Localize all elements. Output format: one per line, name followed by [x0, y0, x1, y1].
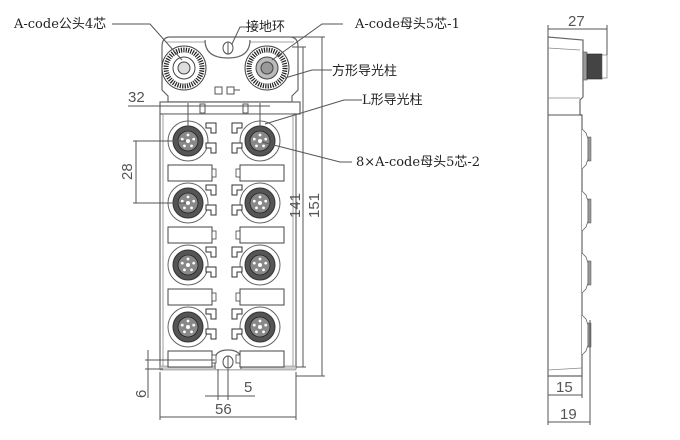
l-light-pipe — [205, 328, 217, 340]
l-light-pipe — [231, 246, 243, 258]
callout-leaders — [112, 23, 362, 163]
io-port-connector — [239, 182, 281, 224]
dim-mount-hole-offset: 6 — [133, 390, 150, 398]
l-light-pipe — [231, 184, 243, 196]
side-port-bump — [581, 252, 589, 294]
l-light-pipe — [205, 184, 217, 196]
dim-width: 56 — [215, 401, 232, 418]
male-4pin-connector — [161, 45, 207, 91]
callout-female-5pin-2: 8×A-code母头5芯-2 — [356, 155, 480, 170]
io-ports — [167, 120, 285, 368]
label-slot — [167, 226, 213, 244]
io-port-connector — [167, 120, 209, 162]
l-light-pipe — [205, 308, 217, 320]
callout-l-light-pipe: L形导光柱 — [362, 93, 423, 108]
dim-inner-height: 141 — [287, 193, 304, 218]
side-port-bump — [581, 128, 589, 170]
side-connector-thread — [586, 53, 603, 80]
side-view — [547, 25, 608, 425]
label-slot — [167, 350, 213, 368]
square-light-pipe — [214, 86, 223, 95]
label-slot — [167, 164, 213, 182]
label-slot — [239, 288, 285, 306]
l-light-pipe — [205, 142, 217, 154]
label-slot — [239, 226, 285, 244]
callout-female-5pin-1: A-code母头5芯-1 — [354, 17, 460, 32]
side-port-bump — [581, 190, 589, 232]
dimension-lines — [128, 36, 325, 420]
l-light-pipe — [231, 308, 243, 320]
l-light-pipe — [231, 122, 243, 134]
io-port-connector — [167, 182, 209, 224]
label-slot — [239, 350, 285, 368]
dim-side-body-depth: 15 — [556, 379, 573, 396]
l-light-pipe — [205, 122, 217, 134]
io-port-connector — [167, 244, 209, 286]
dim-mount-hole-width: 5 — [244, 379, 252, 396]
dim-total-height: 151 — [306, 193, 323, 218]
dim-top-conn-spacing: 32 — [128, 89, 145, 106]
dim-side-total-depth: 27 — [568, 13, 585, 30]
callout-male-4pin: A-code公头4芯 — [13, 17, 106, 32]
callout-square-light-pipe: 方形导光柱 — [332, 63, 397, 79]
l-light-pipe — [231, 328, 243, 340]
side-port-bump — [581, 314, 589, 356]
l-light-pipe — [205, 204, 217, 216]
io-port-connector — [239, 120, 281, 162]
io-port-connector — [239, 244, 281, 286]
dim-side-depth-with-ports: 19 — [560, 406, 577, 423]
io-port-connector — [239, 306, 281, 348]
l-light-pipe — [205, 246, 217, 258]
female-5pin-connector-1 — [244, 45, 290, 91]
label-slot — [239, 164, 285, 182]
l-light-pipe — [231, 266, 243, 278]
label-slot — [167, 288, 213, 306]
l-light-pipe — [231, 142, 243, 154]
dim-port-pitch: 28 — [119, 163, 136, 180]
callout-ground-ring: 接地环 — [246, 19, 285, 35]
l-light-pipe — [205, 266, 217, 278]
io-port-connector — [167, 306, 209, 348]
l-light-pipe — [231, 204, 243, 216]
